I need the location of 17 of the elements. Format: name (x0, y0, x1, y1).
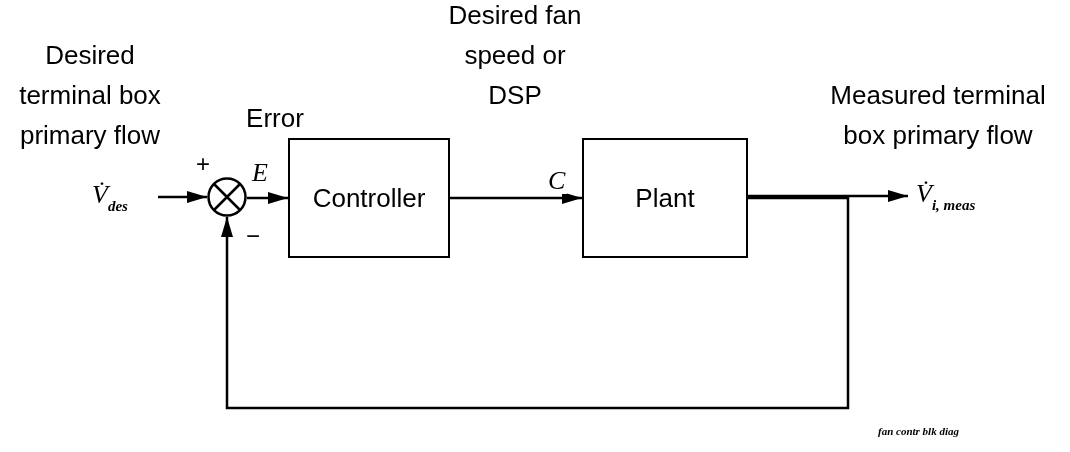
block: Controller (288, 138, 450, 258)
sign-label: − (246, 224, 260, 248)
caption: fan contr blk diag (878, 425, 959, 437)
signal-description: Desired fan speed or DSP (447, 0, 583, 112)
sign-label: + (196, 152, 210, 176)
input-signal: V̇$_{des}$ (92, 178, 152, 216)
signal-description: Measured terminal box primary flow (829, 79, 1047, 152)
block: Plant (582, 138, 748, 258)
arrow (247, 192, 288, 204)
arrow (158, 191, 207, 203)
signal-description: Desired terminal box primary flow (18, 39, 162, 152)
summing-junction (207, 177, 247, 217)
arrow (450, 192, 582, 204)
output-signal: V̇$_{i, meas}$ (916, 176, 1026, 216)
arrow (748, 190, 908, 202)
signal-description: Error (245, 102, 305, 135)
arrow (221, 196, 850, 410)
